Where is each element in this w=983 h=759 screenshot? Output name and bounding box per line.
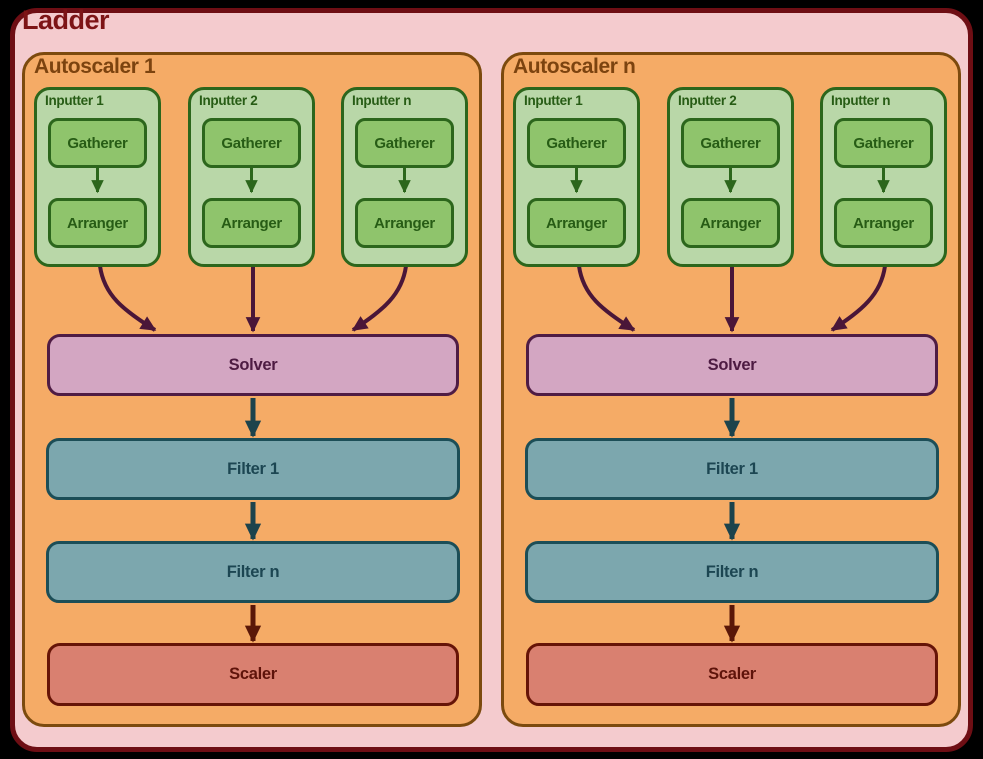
filter-1-node: Filter 1 [525, 438, 939, 500]
gatherer-arranger-arrow [398, 168, 411, 194]
scaler-node: Scaler [47, 643, 459, 706]
gatherer-arranger-arrow [877, 168, 890, 194]
autoscaler-n-arrows [577, 265, 887, 643]
inputter-title: Inputter n [352, 93, 412, 108]
inputter-box: Inputter 2 Gatherer Arranger [667, 87, 794, 267]
inputter-title: Inputter 2 [678, 93, 737, 108]
arranger-node: Arranger [527, 198, 626, 248]
gatherer-arranger-arrow [724, 168, 737, 194]
gatherer-node: Gatherer [355, 118, 454, 168]
gatherer-arranger-arrow [570, 168, 583, 194]
inputter-title: Inputter 1 [524, 93, 583, 108]
solver-node: Solver [526, 334, 938, 396]
autoscaler-title: Autoscaler n [513, 55, 636, 78]
diagram-title: Ladder [22, 5, 110, 35]
arranger-node: Arranger [202, 198, 301, 248]
inputter-title: Inputter 1 [45, 93, 104, 108]
inputtern-solver-arrow [351, 265, 408, 332]
autoscaler-panel-1: Autoscaler 1 Inputter 1 Gatherer Arrange… [22, 52, 482, 727]
gatherer-node: Gatherer [202, 118, 301, 168]
inputtern-solver-arrow [830, 265, 887, 332]
autoscaler-title: Autoscaler 1 [34, 55, 156, 78]
inputter-box: Inputter 2 Gatherer Arranger [188, 87, 315, 267]
gatherer-node: Gatherer [527, 118, 626, 168]
inputter1-solver-arrow [98, 265, 157, 332]
arranger-node: Arranger [681, 198, 780, 248]
inputter-title: Inputter 2 [199, 93, 258, 108]
inputter-box: Inputter n Gatherer Arranger [341, 87, 468, 267]
filter-1-node: Filter 1 [46, 438, 460, 500]
gatherer-node: Gatherer [834, 118, 933, 168]
inputter-title: Inputter n [831, 93, 891, 108]
solver-node: Solver [47, 334, 459, 396]
autoscaler-panel-n: Autoscaler n Inputter 1 Gatherer Arrange… [501, 52, 961, 727]
arranger-node: Arranger [355, 198, 454, 248]
scaler-node: Scaler [526, 643, 938, 706]
gatherer-arranger-arrow [245, 168, 258, 194]
arranger-node: Arranger [48, 198, 147, 248]
gatherer-arranger-arrow [91, 168, 104, 194]
filter-n-node: Filter n [46, 541, 460, 603]
filter-n-node: Filter n [525, 541, 939, 603]
autoscaler-1-arrows [98, 265, 408, 643]
gatherer-node: Gatherer [681, 118, 780, 168]
arranger-node: Arranger [834, 198, 933, 248]
gatherer-node: Gatherer [48, 118, 147, 168]
inputter-box: Inputter 1 Gatherer Arranger [513, 87, 640, 267]
inputter-box: Inputter n Gatherer Arranger [820, 87, 947, 267]
inputter-box: Inputter 1 Gatherer Arranger [34, 87, 161, 267]
inputter1-solver-arrow [577, 265, 636, 332]
